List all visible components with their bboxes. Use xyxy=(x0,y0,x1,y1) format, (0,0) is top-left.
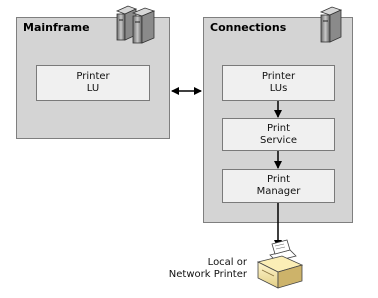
server-icon xyxy=(319,6,343,43)
printer-icon xyxy=(256,239,304,289)
printer-lu-box: Printer LU xyxy=(36,65,150,101)
print-manager-box: Print Manager xyxy=(222,169,335,203)
connections-title: Connections xyxy=(210,21,287,34)
printer-label: Local or Network Printer xyxy=(168,257,247,280)
printer-lus-box: Printer LUs xyxy=(222,65,335,101)
server-cabinet-pair-icon xyxy=(115,5,156,44)
mainframe-title: Mainframe xyxy=(23,21,90,34)
print-service-box: Print Service xyxy=(222,118,335,151)
